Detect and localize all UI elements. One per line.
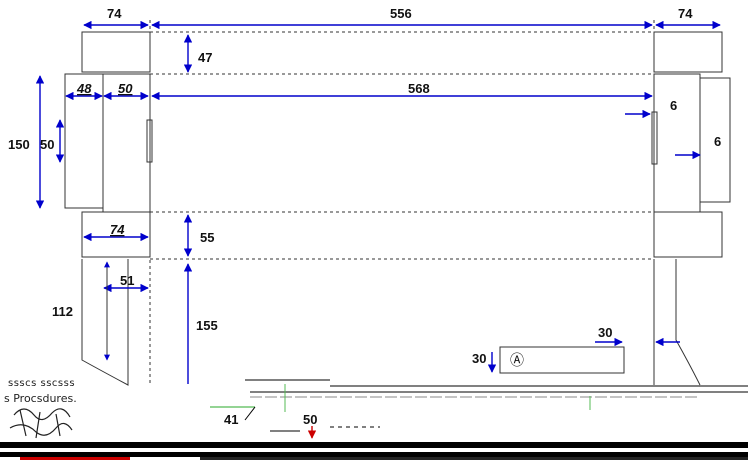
label-detail-50: 50 (303, 412, 317, 427)
label-detail-41: 41 (224, 412, 238, 427)
label-lower-flap-width: 74 (110, 222, 125, 237)
label-right-slot: 6 (670, 98, 677, 113)
lower-right-tab (653, 259, 701, 386)
label-top-left-flap: 74 (107, 6, 122, 21)
right-tuck-panel (699, 77, 731, 203)
marker-label: Ⓐ (510, 352, 524, 368)
label-left-tuck: 48 (76, 81, 92, 96)
lower-left-tab (81, 259, 129, 386)
label-lower-left-height: 112 (52, 304, 73, 319)
overlay-text-line-2: s Procsdures. (4, 392, 77, 405)
label-lower-flap-height: 55 (200, 230, 214, 245)
marker-box (499, 346, 625, 374)
label-body-height: 150 (8, 137, 30, 152)
label-body-width: 568 (408, 81, 430, 96)
label-top-flap-height: 47 (198, 50, 212, 65)
panel-outlines (64, 20, 731, 386)
lower-right-flap (653, 211, 723, 258)
label-top-panel: 556 (390, 6, 412, 21)
right-side-panel (653, 73, 701, 213)
top-left-flap (81, 31, 151, 73)
left-slot (146, 119, 153, 163)
label-top-right-flap: 74 (678, 6, 693, 21)
label-marker-x: 30 (598, 325, 612, 340)
lower-left-flap (81, 211, 151, 258)
label-left-slot: 50 (40, 137, 54, 152)
label-left-side: 50 (118, 81, 133, 96)
label-bottom-extension: 155 (196, 318, 218, 333)
label-marker-y: 30 (472, 351, 486, 366)
overlay-strip (0, 379, 748, 460)
sketch-fragment (9, 408, 73, 439)
label-lower-left-width: 51 (120, 273, 134, 288)
dimension-lines (35, 20, 721, 384)
top-right-flap (653, 31, 723, 73)
label-right-tab: 6 (714, 134, 721, 149)
overlay-text-line-1: ssscs sscsss (8, 378, 76, 389)
